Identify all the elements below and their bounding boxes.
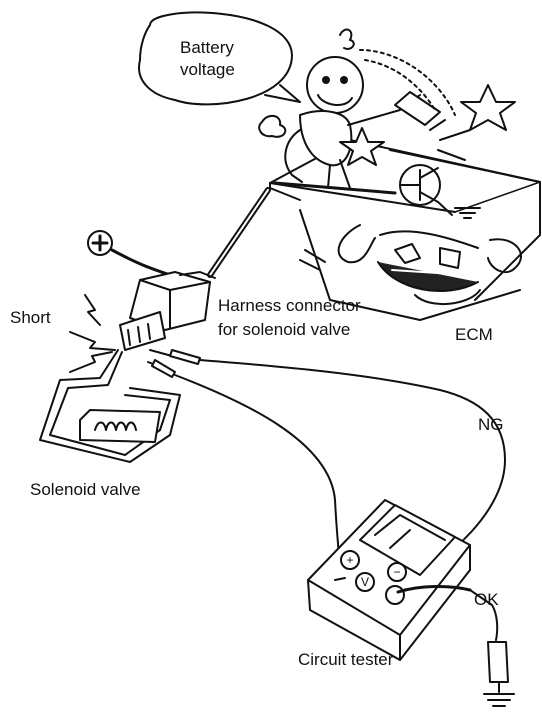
harness-connector-label-line2: for solenoid valve xyxy=(218,320,351,339)
positive-terminal xyxy=(88,231,170,275)
man-character xyxy=(259,30,455,188)
tester-v-glyph: V xyxy=(361,575,369,589)
circuit-tester xyxy=(308,500,497,660)
ground-probe xyxy=(484,642,514,706)
speech-bubble xyxy=(139,13,300,105)
star-decorations xyxy=(340,85,515,165)
solenoid-valve xyxy=(40,350,180,462)
tester-minus-glyph: − xyxy=(393,565,400,579)
short-sparks xyxy=(70,295,115,372)
signal-wire xyxy=(210,183,395,275)
harness-connector-label-line1: Harness connector xyxy=(218,296,361,315)
ng-label: NG xyxy=(478,415,504,434)
ecm-label: ECM xyxy=(455,325,493,344)
harness-connector xyxy=(120,272,215,350)
transistor-symbol xyxy=(400,165,480,218)
tester-probes xyxy=(148,350,505,585)
battery-voltage-label-line1: Battery xyxy=(180,38,234,57)
ok-label: OK xyxy=(474,590,499,609)
circuit-tester-label: Circuit tester xyxy=(298,650,394,669)
tester-button-glyphs: + V − xyxy=(346,553,400,589)
battery-voltage-label-line2: voltage xyxy=(180,60,235,79)
short-label: Short xyxy=(10,308,51,327)
tester-plus-glyph: + xyxy=(346,553,353,567)
ecm-box xyxy=(270,140,540,320)
solenoid-valve-label: Solenoid valve xyxy=(30,480,141,499)
ecm-character xyxy=(300,225,521,304)
